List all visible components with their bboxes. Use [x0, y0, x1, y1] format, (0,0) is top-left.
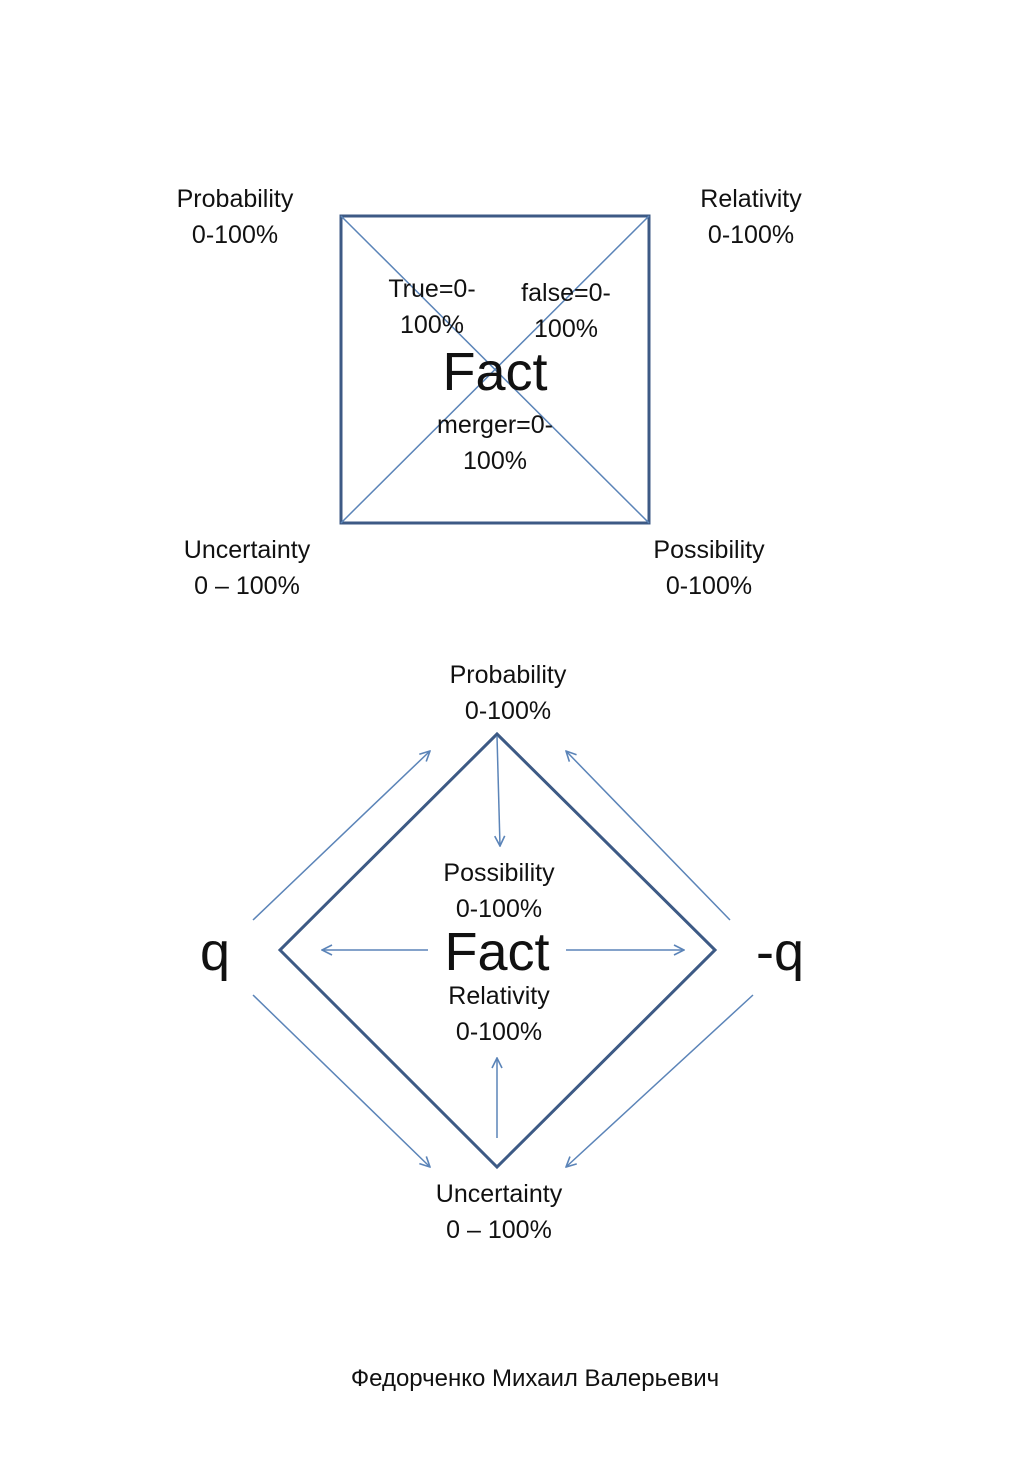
label-name: Possibility	[653, 536, 765, 564]
bottom-rhombus-group	[252, 731, 754, 1170]
label-range: 0-100%	[464, 697, 552, 725]
arrow-outer-top-left	[252, 751, 430, 921]
author-name: Федорченко Михаил Валерьевич	[350, 1365, 720, 1392]
arrow-outer-top-right	[566, 751, 731, 921]
label-line1: false=0-	[521, 279, 611, 307]
top-square-group	[339, 214, 651, 525]
label-range: 0-100%	[707, 221, 795, 249]
label-probability-top: Probability 0-100%	[177, 181, 294, 253]
diagonal-tr-bl	[340, 215, 650, 524]
label-name: Possibility	[443, 859, 555, 887]
label-line2: 100%	[400, 311, 464, 339]
label-name: Probability	[176, 185, 294, 213]
fact-square	[339, 214, 651, 525]
label-name: Uncertainty	[183, 536, 311, 564]
label-name: Relativity	[700, 185, 802, 213]
label-relativity-top: Relativity 0-100%	[700, 181, 801, 253]
label-uncertainty-bottom: Uncertainty 0 – 100%	[436, 1176, 562, 1248]
label-line2: 100%	[534, 315, 598, 343]
label-range: 0 – 100%	[446, 1216, 552, 1244]
label-possibility-bottom: Possibility 0-100%	[443, 855, 554, 927]
label-q: q	[200, 922, 231, 982]
label-range: 0 – 100%	[194, 572, 300, 600]
label-range: 0-100%	[455, 1018, 543, 1046]
label-probability-bottom: Probability 0-100%	[450, 657, 567, 729]
label-name: Relativity	[448, 982, 550, 1010]
label-true: True=0- 100%	[388, 271, 475, 343]
label-possibility-top: Possibility 0-100%	[653, 532, 764, 604]
label-name: Probability	[449, 661, 567, 689]
label-range: 0-100%	[455, 895, 543, 923]
fact-title-bottom: Fact	[444, 922, 550, 982]
label-range: 0-100%	[665, 572, 753, 600]
arrow-outer-bottom-right	[566, 994, 754, 1167]
fact-rhombus	[277, 731, 718, 1170]
label-range: 0-100%	[191, 221, 279, 249]
label-line2: 100%	[463, 447, 527, 475]
label-false: false=0- 100%	[521, 275, 611, 347]
label-uncertainty-top: Uncertainty 0 – 100%	[184, 532, 310, 604]
label-merger: merger=0- 100%	[437, 407, 553, 479]
fact-title-top: Fact	[442, 342, 548, 402]
arrow-outer-bottom-left	[252, 994, 430, 1167]
label-minus-q: -q	[756, 922, 805, 982]
label-line1: merger=0-	[436, 411, 554, 439]
label-name: Uncertainty	[435, 1180, 563, 1208]
label-relativity-bottom: Relativity 0-100%	[448, 978, 549, 1050]
arrow-down-to-possibility	[497, 735, 500, 846]
label-line1: True=0-	[388, 275, 476, 303]
